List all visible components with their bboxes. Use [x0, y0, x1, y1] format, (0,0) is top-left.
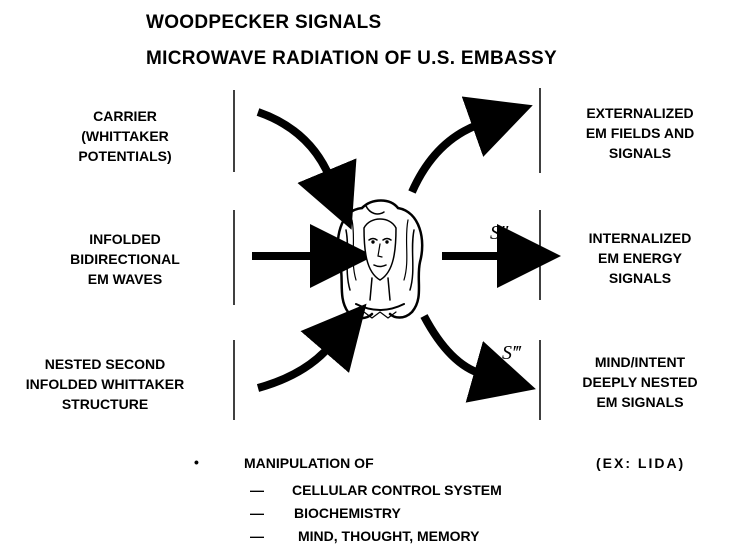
arrow-nested-in	[256, 303, 367, 392]
right-label-externalized: EXTERNALIZED EM FIELDS AND SIGNALS	[585, 105, 695, 161]
dash-3: —	[250, 528, 264, 544]
sub-item-biochemistry: BIOCHEMISTRY	[294, 505, 401, 521]
arrow-mind-out	[420, 314, 536, 403]
bullet-symbol: •	[194, 454, 199, 470]
dash-1: —	[250, 482, 264, 498]
sub-item-mind: MIND, THOUGHT, MEMORY	[298, 528, 480, 544]
bullet-example: (EX: LIDA)	[596, 455, 686, 471]
woman-portrait-icon	[336, 199, 424, 320]
left-label-nested: NESTED SECOND INFOLDED WHITTAKER STRUCTU…	[25, 356, 185, 412]
left-label-infolded: INFOLDED BIDIRECTIONAL EM WAVES	[70, 231, 180, 287]
diagram-title: WOODPECKER SIGNALS	[146, 12, 382, 33]
diagram-subtitle: MICROWAVE RADIATION OF U.S. EMBASSY	[146, 48, 557, 69]
right-label-mind: MIND/INTENT DEEPLY NESTED EM SIGNALS	[582, 354, 698, 410]
dash-2: —	[250, 505, 264, 521]
left-label-carrier: CARRIER (WHITTAKER POTENTIALS)	[78, 108, 172, 164]
arrow-externalized-out	[408, 96, 533, 194]
bullet-text: MANIPULATION OF	[244, 455, 374, 471]
right-label-internalized: INTERNALIZED EM ENERGY SIGNALS	[588, 230, 692, 286]
arrow-carrier-in	[256, 108, 357, 230]
sub-item-cellular: CELLULAR CONTROL SYSTEM	[292, 482, 502, 498]
